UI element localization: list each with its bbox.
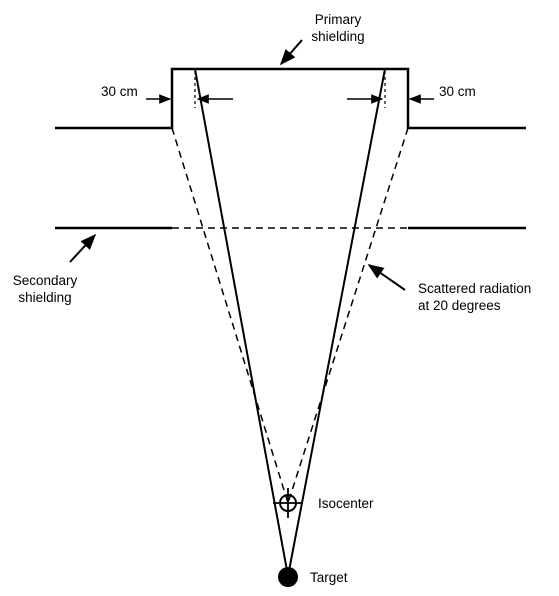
scattered-radiation-lines (171, 127, 409, 504)
scattered-pointer-arrow (367, 264, 406, 291)
primary-shielding-outline (55, 67, 526, 130)
scattered-radiation-label-2: at 20 degrees (418, 298, 501, 313)
pointer-arrows (69, 39, 406, 291)
target-label: Target (310, 570, 348, 585)
dim-left-label: 30 cm (101, 84, 138, 99)
primary-pointer-arrow (279, 39, 303, 66)
secondary-pointer-arrow (69, 233, 97, 263)
secondary-shielding-label-1: Secondary (13, 273, 78, 288)
dimension-ticks (194, 71, 386, 108)
scatter-line-left (171, 127, 289, 504)
primary-shielding-label-2: shielding (311, 29, 364, 44)
beam-edge-left (194, 68, 289, 577)
primary-beam (194, 68, 386, 577)
target-icon (278, 567, 298, 587)
scatter-line-right (287, 127, 409, 504)
isocenter-icon (273, 488, 303, 518)
primary-shielding (55, 67, 526, 130)
scattered-radiation-label-1: Scattered radiation (418, 281, 531, 296)
primary-shielding-label-1: Primary (315, 12, 362, 27)
secondary-shielding-label-2: shielding (18, 290, 71, 305)
isocenter-label: Isocenter (318, 496, 374, 511)
dim-right-label: 30 cm (439, 84, 476, 99)
beam-edge-right (287, 68, 386, 577)
